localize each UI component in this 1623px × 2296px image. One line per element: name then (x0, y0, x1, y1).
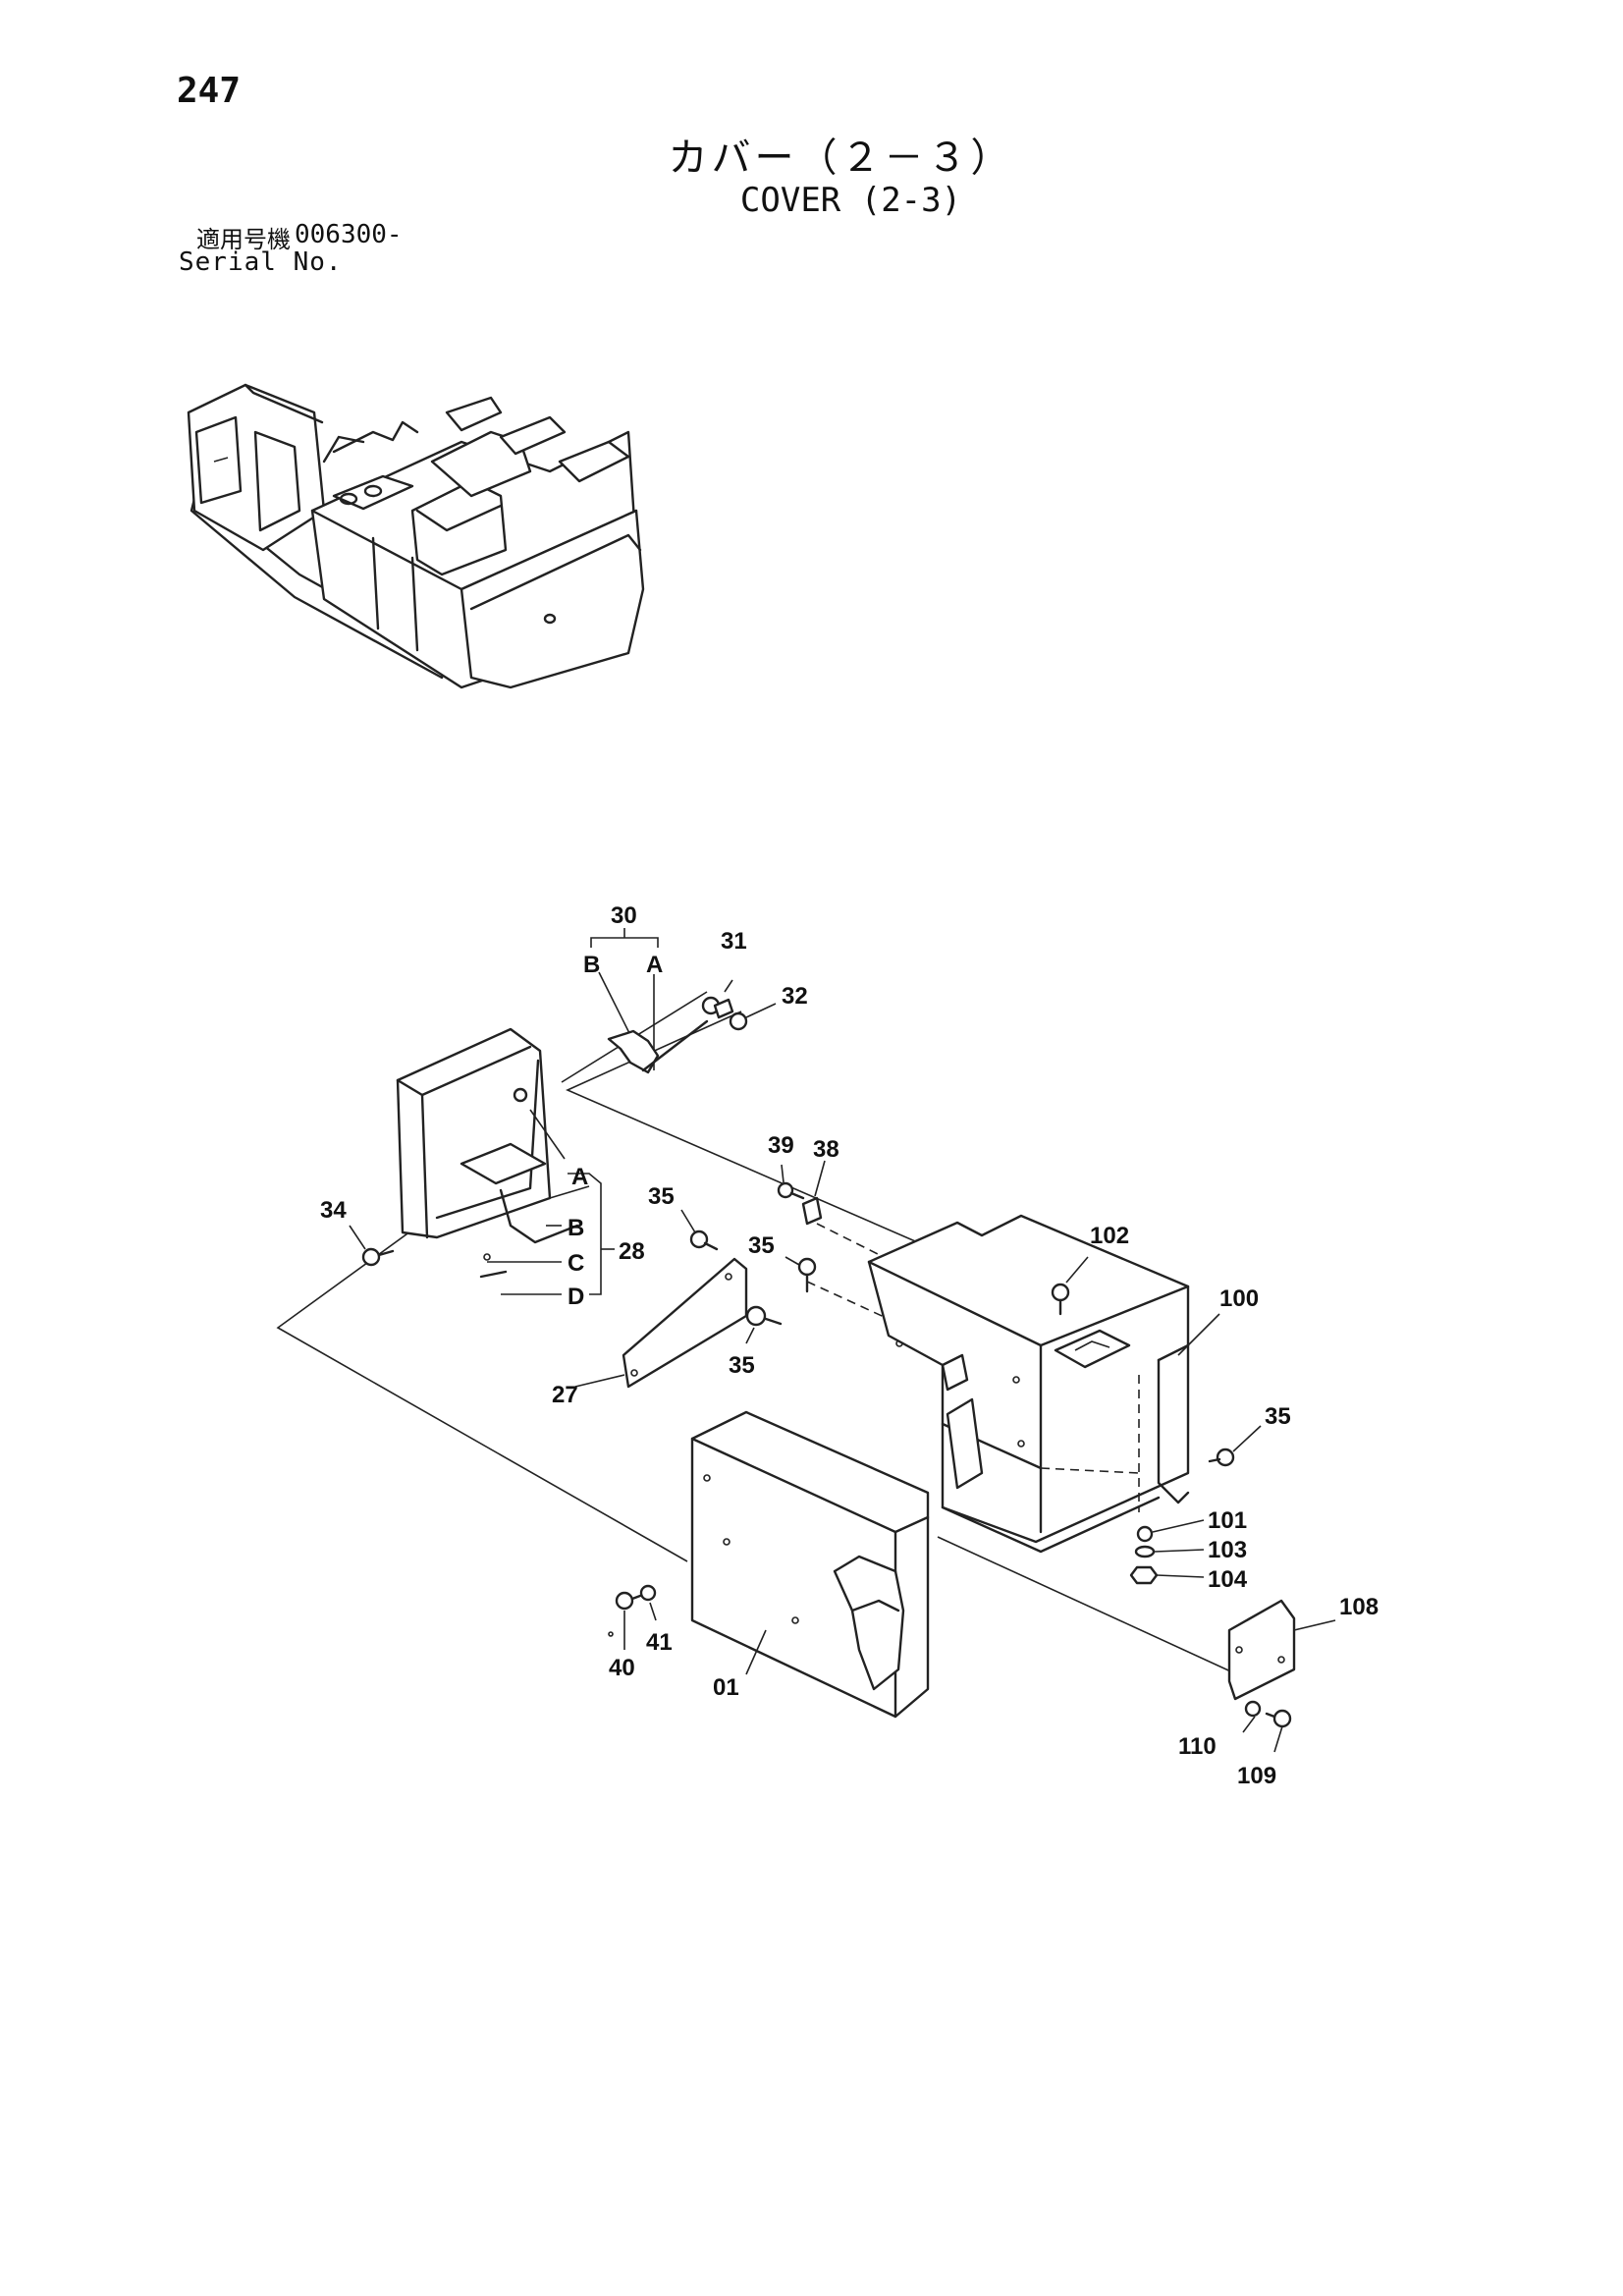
callout-labels: 30 B A 31 32 34 A B C D 28 35 35 35 35 3… (320, 902, 1379, 1789)
part-27-plate (574, 1257, 748, 1389)
callout-101: 101 (1208, 1507, 1247, 1534)
part-30-latch (590, 928, 777, 1074)
callout-40: 40 (609, 1655, 635, 1681)
callout-39: 39 (768, 1132, 794, 1159)
callout-28-c: C (568, 1250, 584, 1277)
callout-30: 30 (611, 902, 637, 929)
serial-label-japanese: 適用号機 (196, 226, 291, 253)
serial-number-value: 006300- (295, 220, 403, 249)
callout-38: 38 (813, 1136, 839, 1163)
callout-103: 103 (1208, 1537, 1247, 1563)
callout-109: 109 (1237, 1763, 1276, 1789)
callout-30-a: A (646, 952, 663, 978)
callout-31: 31 (721, 928, 747, 955)
page-title-japanese: カバー（２－３） (668, 136, 1014, 181)
callout-35-b: 35 (748, 1232, 775, 1259)
callout-35-a: 35 (648, 1183, 675, 1210)
callout-28-a: A (571, 1164, 588, 1190)
callout-100: 100 (1219, 1285, 1259, 1312)
part-100-main-cover (867, 1214, 1220, 1554)
part-108-plate (1227, 1599, 1336, 1753)
callout-34: 34 (320, 1197, 347, 1224)
callout-28: 28 (619, 1238, 645, 1265)
left-cover-frame (349, 1027, 615, 1295)
part-01-side-cover (690, 1410, 930, 1719)
callout-01: 01 (713, 1674, 739, 1701)
callout-28-d: D (568, 1284, 584, 1310)
callout-27: 27 (552, 1382, 578, 1408)
serial-label: Serial No. (179, 247, 343, 277)
callout-35-d: 35 (1265, 1403, 1291, 1430)
callout-41: 41 (646, 1629, 673, 1656)
excavator-key-view (187, 383, 645, 689)
callout-108: 108 (1339, 1594, 1379, 1620)
page-number: 247 (177, 71, 242, 111)
callout-28-b: B (568, 1215, 584, 1241)
callout-30-b: B (583, 952, 600, 978)
page-title: COVER (2-3) (739, 181, 962, 220)
callout-35-c: 35 (729, 1352, 755, 1379)
callout-104: 104 (1208, 1566, 1248, 1593)
callout-32: 32 (782, 983, 808, 1010)
callout-102: 102 (1090, 1223, 1129, 1249)
callout-110: 110 (1178, 1733, 1217, 1760)
fasteners-right (1129, 1425, 1262, 1585)
fasteners-40-41 (608, 1584, 657, 1650)
